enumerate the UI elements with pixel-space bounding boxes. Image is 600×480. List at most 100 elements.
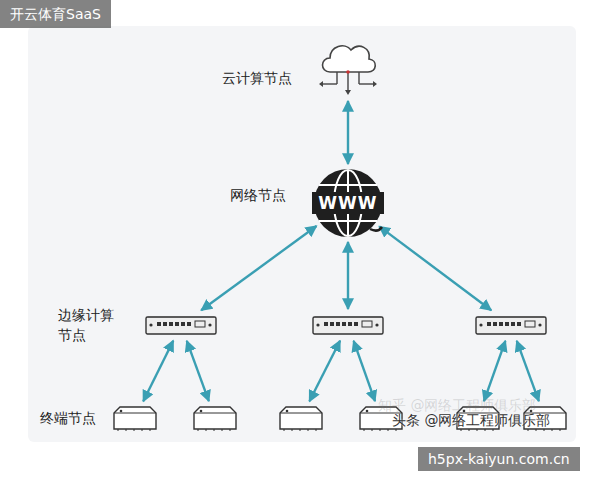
connector-group (484, 341, 505, 401)
device-led (479, 323, 482, 326)
device-icon (145, 312, 217, 338)
device-port (499, 322, 503, 326)
device-case (476, 317, 546, 334)
device-port (163, 322, 167, 326)
cloud-outline (323, 46, 376, 72)
connector-group (143, 341, 173, 402)
device-led (316, 323, 319, 326)
network-arrow (187, 341, 209, 401)
terminal-case (280, 407, 322, 429)
terminal-node (278, 404, 324, 432)
connector-group (309, 341, 340, 402)
device-led (538, 323, 541, 326)
terminal-led (286, 410, 289, 413)
connector-group (201, 226, 316, 310)
node-heading: 云计算节点 (222, 68, 306, 88)
device-port (505, 322, 509, 326)
device-node: 边缘计算 节点 (145, 312, 217, 338)
device-edge (478, 317, 544, 318)
node-heading: 边缘计算 节点 (58, 305, 120, 345)
globe-parallel (319, 220, 377, 222)
cloud-wire (336, 72, 337, 84)
network-arrow (309, 341, 340, 402)
terminal-edge (194, 413, 236, 414)
connector-group (354, 341, 375, 401)
terminal-led (200, 410, 203, 413)
cloud-wire (321, 83, 337, 84)
device-edge (315, 317, 381, 318)
network-arrow (347, 101, 349, 164)
cloud-wire (358, 72, 359, 84)
connector-group (379, 226, 491, 310)
terminal-led (366, 410, 369, 413)
device-port (157, 322, 161, 326)
cloud-icon (315, 34, 381, 98)
panel-background (28, 26, 576, 442)
connector-group (348, 101, 349, 164)
device-led (208, 323, 211, 326)
globe-node: 网络节点WWW (312, 167, 384, 239)
terminal-edge (280, 413, 322, 414)
device-port (342, 322, 346, 326)
connector-group (517, 341, 539, 401)
device-edge (148, 317, 214, 318)
terminal-foot (528, 429, 560, 431)
device-port (330, 322, 334, 326)
terminal-foot (198, 429, 230, 431)
network-arrow (354, 341, 375, 401)
device-port (336, 322, 340, 326)
device-panel (195, 321, 205, 327)
terminal-foot (461, 429, 493, 431)
device-port (511, 322, 515, 326)
network-arrow (201, 226, 316, 310)
device-panel (525, 321, 535, 327)
device-icon (475, 312, 547, 338)
device-port (348, 322, 352, 326)
watermark-text: 头条 @网络工程师俱乐部 (392, 411, 550, 429)
device-port (517, 322, 521, 326)
watermark-badge: 开云体育SaaS (0, 0, 111, 28)
device-led (149, 323, 152, 326)
terminal-edge (114, 413, 156, 414)
node-inner-text: WWW (312, 193, 384, 213)
device-node (312, 312, 384, 338)
device-case (313, 317, 383, 334)
network-arrow (347, 242, 349, 309)
device-port (181, 322, 185, 326)
cloud-node: 云计算节点 (315, 34, 381, 98)
cloud-wire (359, 83, 375, 84)
network-arrow (143, 341, 173, 402)
network-arrow (517, 341, 539, 401)
network-arrow (379, 226, 491, 310)
device-port (354, 322, 358, 326)
terminal-case (114, 407, 156, 429)
terminal-foot (118, 429, 150, 431)
device-port (324, 322, 328, 326)
cloud-dot (346, 70, 350, 74)
globe-parallel (319, 184, 377, 186)
terminal-node: 终端节点 (112, 404, 158, 432)
terminal-foot (284, 429, 316, 431)
device-port (169, 322, 173, 326)
globe-band (312, 192, 384, 214)
node-heading: 终端节点 (40, 408, 106, 428)
watermark-text: 知乎 @网络工程师俱乐部 (378, 396, 536, 414)
device-node (475, 312, 547, 338)
device-led (375, 323, 378, 326)
device-icon (312, 312, 384, 338)
terminal-node (192, 404, 238, 432)
device-port (187, 322, 191, 326)
cloud-arrow (319, 81, 377, 95)
globe-cursor (370, 227, 382, 231)
cloud-wire (347, 72, 348, 92)
connector-group (187, 341, 209, 401)
terminal-icon (192, 404, 238, 432)
watermark-badge: h5px-kaiyun.com.cn (418, 447, 580, 471)
device-panel (362, 321, 372, 327)
terminal-foot (364, 429, 396, 431)
device-port (487, 322, 491, 326)
node-heading: 网络节点 (230, 185, 306, 205)
terminal-icon (278, 404, 324, 432)
